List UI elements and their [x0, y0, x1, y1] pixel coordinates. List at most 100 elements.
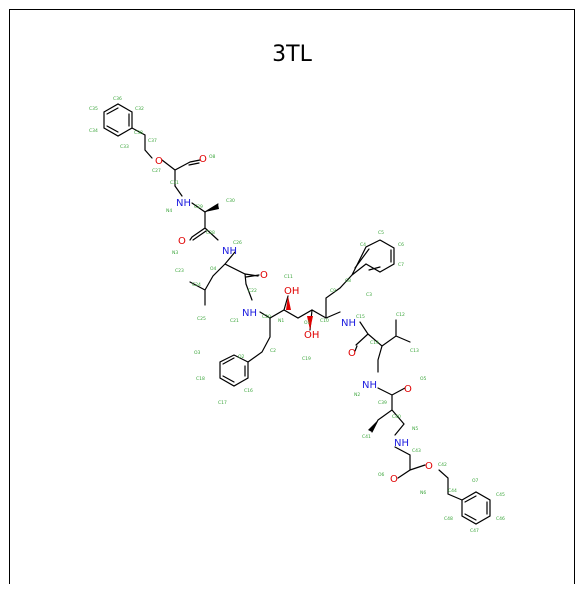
- atom-label: C48: [444, 516, 453, 522]
- bond: [219, 354, 249, 387]
- atom-label: C9: [330, 288, 336, 294]
- wedge-bond: [368, 420, 378, 432]
- oxygen-atom: O: [425, 461, 433, 472]
- atom-label: C46: [496, 516, 505, 522]
- atom-label: C35: [89, 106, 98, 112]
- atom-label: N4: [166, 208, 172, 214]
- atom-label: C23: [175, 268, 184, 274]
- bond: [222, 357, 246, 383]
- atom-label: C30: [226, 198, 235, 204]
- bond: [351, 239, 395, 276]
- bond: [189, 251, 259, 306]
- oxygen-atom: O: [178, 236, 186, 247]
- atom-label: C32: [135, 106, 144, 112]
- oxygen-atom: O: [260, 270, 268, 281]
- atom-label: C20: [262, 314, 271, 320]
- atom-label: C34: [89, 128, 98, 134]
- atom-label: C47: [470, 528, 479, 534]
- nitrogen-atom: NH: [222, 246, 237, 257]
- bond: [394, 446, 463, 501]
- atom-label: C26: [233, 240, 242, 246]
- atom-label: C22: [248, 288, 257, 294]
- atom-label: C10: [320, 318, 329, 324]
- atom-label: C13: [410, 348, 419, 354]
- atom-label: O5: [420, 376, 427, 382]
- atom-label: C41: [362, 434, 371, 440]
- atom-label: O3: [194, 350, 201, 356]
- bond: [464, 495, 488, 521]
- atom-label: N5: [412, 426, 418, 432]
- oxygen-atom: O: [390, 474, 398, 485]
- hydroxyl-group: OH: [304, 330, 319, 341]
- bond: [245, 274, 260, 278]
- atom-label: C17: [218, 400, 227, 406]
- nitrogen-atom: NH: [341, 318, 356, 329]
- atom-label: C44: [448, 488, 457, 494]
- nitrogen-atom: NH: [362, 380, 377, 391]
- nitrogen-atom: NH: [394, 438, 409, 449]
- atom-label: C37: [148, 138, 157, 144]
- atom-label: C27: [152, 168, 161, 174]
- atom-label: C21: [230, 318, 239, 324]
- wedge-bond: [286, 296, 291, 310]
- atom-label: C18: [196, 376, 205, 382]
- atom-label: C39: [378, 400, 387, 406]
- atom-label: C29: [194, 204, 203, 210]
- atom-label: C5: [378, 230, 384, 236]
- atom-label: C33: [120, 144, 129, 150]
- atom-label: C14: [370, 340, 379, 346]
- atom-label: N2: [354, 392, 360, 398]
- wedge-bond: [205, 204, 219, 212]
- bond: [161, 159, 201, 187]
- atom-label: N3: [172, 250, 178, 256]
- bond: [103, 103, 133, 137]
- atom-label: C12: [396, 312, 405, 318]
- molecule-title: 3TL: [272, 42, 312, 67]
- atom-label: C4: [360, 242, 366, 248]
- atom-label: O7: [472, 478, 479, 484]
- wedge-bond: [307, 316, 313, 330]
- oxygen-atom: O: [404, 384, 412, 395]
- atom-label: C6: [398, 242, 404, 248]
- oxygen-atom: O: [199, 154, 207, 165]
- atom-label: C19: [302, 356, 311, 362]
- atom-label: C2: [270, 348, 276, 354]
- atom-label: C36: [113, 96, 122, 102]
- atom-label: C28: [206, 230, 215, 236]
- oxygen-atom: O: [348, 348, 356, 359]
- atom-label: O4: [210, 266, 217, 272]
- bond: [354, 248, 392, 271]
- atom-label: C25: [197, 316, 206, 322]
- atom-label: O8: [209, 154, 216, 160]
- bond: [106, 107, 130, 133]
- bond: [131, 127, 153, 159]
- atom-label: C40: [392, 414, 401, 420]
- nitrogen-atom: NH: [176, 198, 191, 209]
- atom-label: C8: [345, 278, 351, 284]
- atom-label: C42: [438, 462, 447, 468]
- nitrogen-atom: NH: [242, 308, 257, 319]
- oxygen-atom: O: [155, 156, 163, 167]
- atom-label: C3: [366, 292, 372, 298]
- bond: [461, 491, 491, 525]
- atom-label: O6: [378, 472, 385, 478]
- atom-label: N1: [278, 318, 284, 324]
- bond: [189, 211, 219, 241]
- atom-label: N6: [420, 490, 426, 496]
- atom-label: C24: [192, 282, 201, 288]
- bond: [371, 345, 406, 436]
- atom-label: C11: [284, 274, 293, 280]
- viewer-frame: 3TL: [9, 9, 575, 584]
- bond: [247, 317, 271, 363]
- bond: [354, 319, 411, 352]
- atom-label: C7: [398, 262, 404, 268]
- atom-label: C15: [356, 314, 365, 320]
- atom-label-group: C36 C35 C32 C34 C33 C37 C38 C31 C29 C30 …: [89, 96, 505, 534]
- atom-label: C43: [412, 448, 421, 454]
- hydroxyl-group: OH: [284, 286, 299, 297]
- atom-label: O2: [238, 354, 245, 360]
- atom-label: C31: [170, 180, 179, 186]
- atom-label: O1: [304, 320, 311, 326]
- bond: [325, 274, 353, 319]
